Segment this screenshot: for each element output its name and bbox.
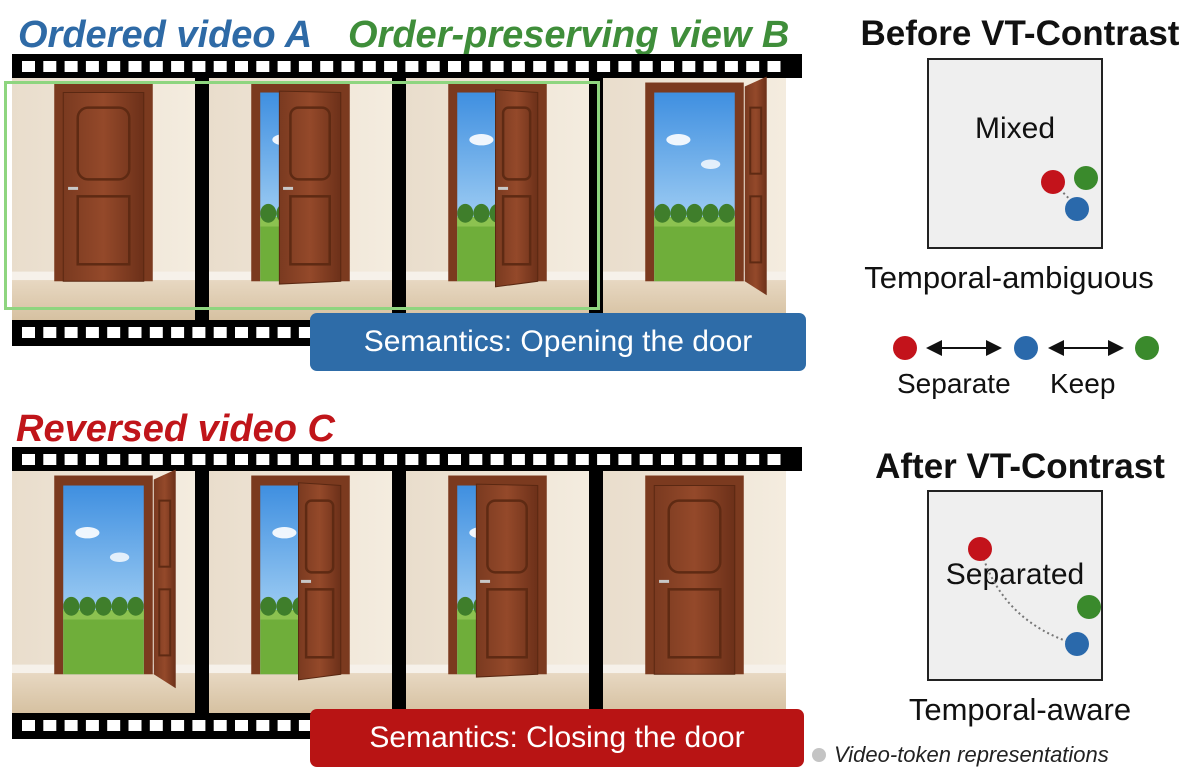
semantics-opening-badge: Semantics: Opening the door	[310, 313, 806, 371]
door-frame-4	[603, 471, 786, 713]
legend-red-dot	[893, 336, 917, 360]
door-frame-3	[406, 78, 589, 320]
after-embedding-box: Separated	[927, 490, 1103, 681]
order-preserving-view-label: Order-preserving view B	[348, 14, 790, 56]
semantics-closing-badge: Semantics: Closing the door	[310, 709, 804, 767]
point-red	[968, 537, 992, 561]
mixed-label: Mixed	[974, 112, 1056, 145]
grey-dot-icon	[812, 748, 826, 762]
legend-green-dot	[1135, 336, 1159, 360]
separated-label: Separated	[945, 558, 1085, 591]
door-frame-3	[406, 471, 589, 713]
point-green	[1077, 595, 1101, 619]
after-panel-title: After VT-Contrast	[875, 447, 1165, 486]
point-blue	[1065, 197, 1089, 221]
door-frame-4	[603, 76, 786, 320]
ordered-video-label: Ordered video A	[18, 14, 313, 56]
point-green	[1074, 166, 1098, 190]
point-red	[1041, 170, 1065, 194]
door-frame-2	[209, 78, 392, 320]
legend-separate-label: Separate	[897, 368, 1011, 399]
semantics-opening-text: Semantics: Opening the door	[363, 325, 753, 358]
door-frame-2	[209, 471, 392, 713]
legend-keep-label: Keep	[1050, 368, 1116, 399]
door-frame-1	[12, 78, 195, 320]
before-embedding-box: Mixed	[927, 58, 1103, 249]
door-frame-1	[12, 469, 195, 713]
film-strip-bottom	[12, 447, 802, 739]
legend-blue-dot	[1014, 336, 1038, 360]
video-token-footnote: Video-token representations	[834, 742, 1109, 767]
reversed-video-label: Reversed video C	[16, 408, 335, 450]
semantics-closing-text: Semantics: Closing the door	[369, 721, 745, 754]
point-blue	[1065, 632, 1089, 656]
temporal-ambiguous-caption: Temporal-ambiguous	[864, 260, 1154, 295]
before-points	[1041, 166, 1098, 221]
after-points	[968, 537, 1101, 656]
legend	[880, 328, 1170, 368]
order-preserving-view-box	[4, 81, 600, 310]
before-panel-title: Before VT-Contrast	[860, 14, 1180, 53]
temporal-aware-caption: Temporal-aware	[908, 692, 1132, 727]
